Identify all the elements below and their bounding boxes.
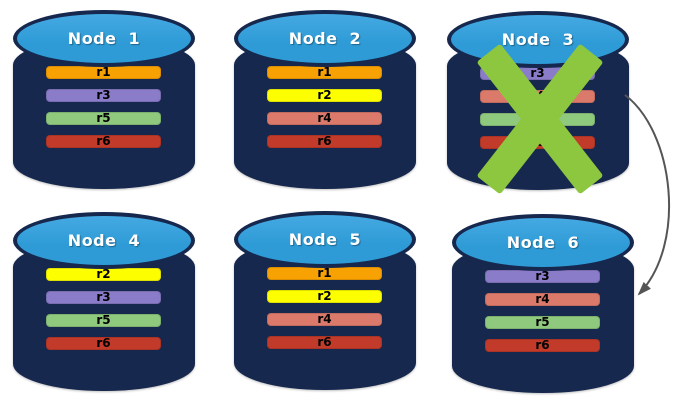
node-4-cylinder: Node 4 r2 r3 r5 r6 xyxy=(13,212,195,391)
replica-bar: r4 xyxy=(267,112,382,125)
cylinder-top: Node 6 xyxy=(452,214,634,271)
replica-bar: r5 xyxy=(485,316,600,329)
replica-bar: r4 xyxy=(485,293,600,306)
replica-bar: r3 xyxy=(485,270,600,283)
node-title: Node 1 xyxy=(67,29,141,48)
cylinder-top: Node 2 xyxy=(234,10,416,67)
node-title: Node 4 xyxy=(67,231,141,250)
replica-bar: r5 xyxy=(46,314,161,327)
node-title: Node 5 xyxy=(288,230,362,249)
replica-list: r2 r3 r5 r6 xyxy=(46,268,161,350)
cylinder-top: Node 4 xyxy=(13,212,195,269)
node-3-cylinder: Node 3 r3 r4 r5 r6 xyxy=(447,11,629,194)
replica-list: r3 r4 r5 r6 xyxy=(485,270,600,352)
replica-bar: r2 xyxy=(267,290,382,303)
replica-bar: r3 xyxy=(46,291,161,304)
node-6-cylinder: Node 6 r3 r4 r5 r6 xyxy=(452,214,634,393)
node-1-cylinder: Node 1 r1 r3 r5 r6 xyxy=(13,10,195,189)
replica-bar: r2 xyxy=(46,268,161,281)
replica-list: r1 r2 r4 r6 xyxy=(267,267,382,349)
replica-bar: r6 xyxy=(267,135,382,148)
replica-list: r1 r3 r5 r6 xyxy=(46,66,161,148)
replica-bar: r5 xyxy=(46,112,161,125)
node-5-cylinder: Node 5 r1 r2 r4 r6 xyxy=(234,211,416,390)
replica-list: r1 r2 r4 r6 xyxy=(267,66,382,148)
node-title: Node 6 xyxy=(506,233,580,252)
cylinder-top: Node 1 xyxy=(13,10,195,67)
node-2-cylinder: Node 2 r1 r2 r4 r6 xyxy=(234,10,416,189)
replica-bar: r3 xyxy=(46,89,161,102)
replica-bar: r6 xyxy=(485,339,600,352)
node-title: Node 2 xyxy=(288,29,362,48)
replica-bar: r1 xyxy=(267,66,382,79)
replica-bar: r4 xyxy=(267,313,382,326)
replica-bar: r6 xyxy=(46,135,161,148)
replica-bar: r1 xyxy=(46,66,161,79)
cylinder-top: Node 5 xyxy=(234,211,416,268)
node-title: Node 3 xyxy=(501,30,575,49)
replica-bar: r6 xyxy=(46,337,161,350)
replica-bar: r6 xyxy=(267,336,382,349)
failure-cross-icon xyxy=(475,43,604,194)
replica-bar: r2 xyxy=(267,89,382,102)
replica-bar: r1 xyxy=(267,267,382,280)
